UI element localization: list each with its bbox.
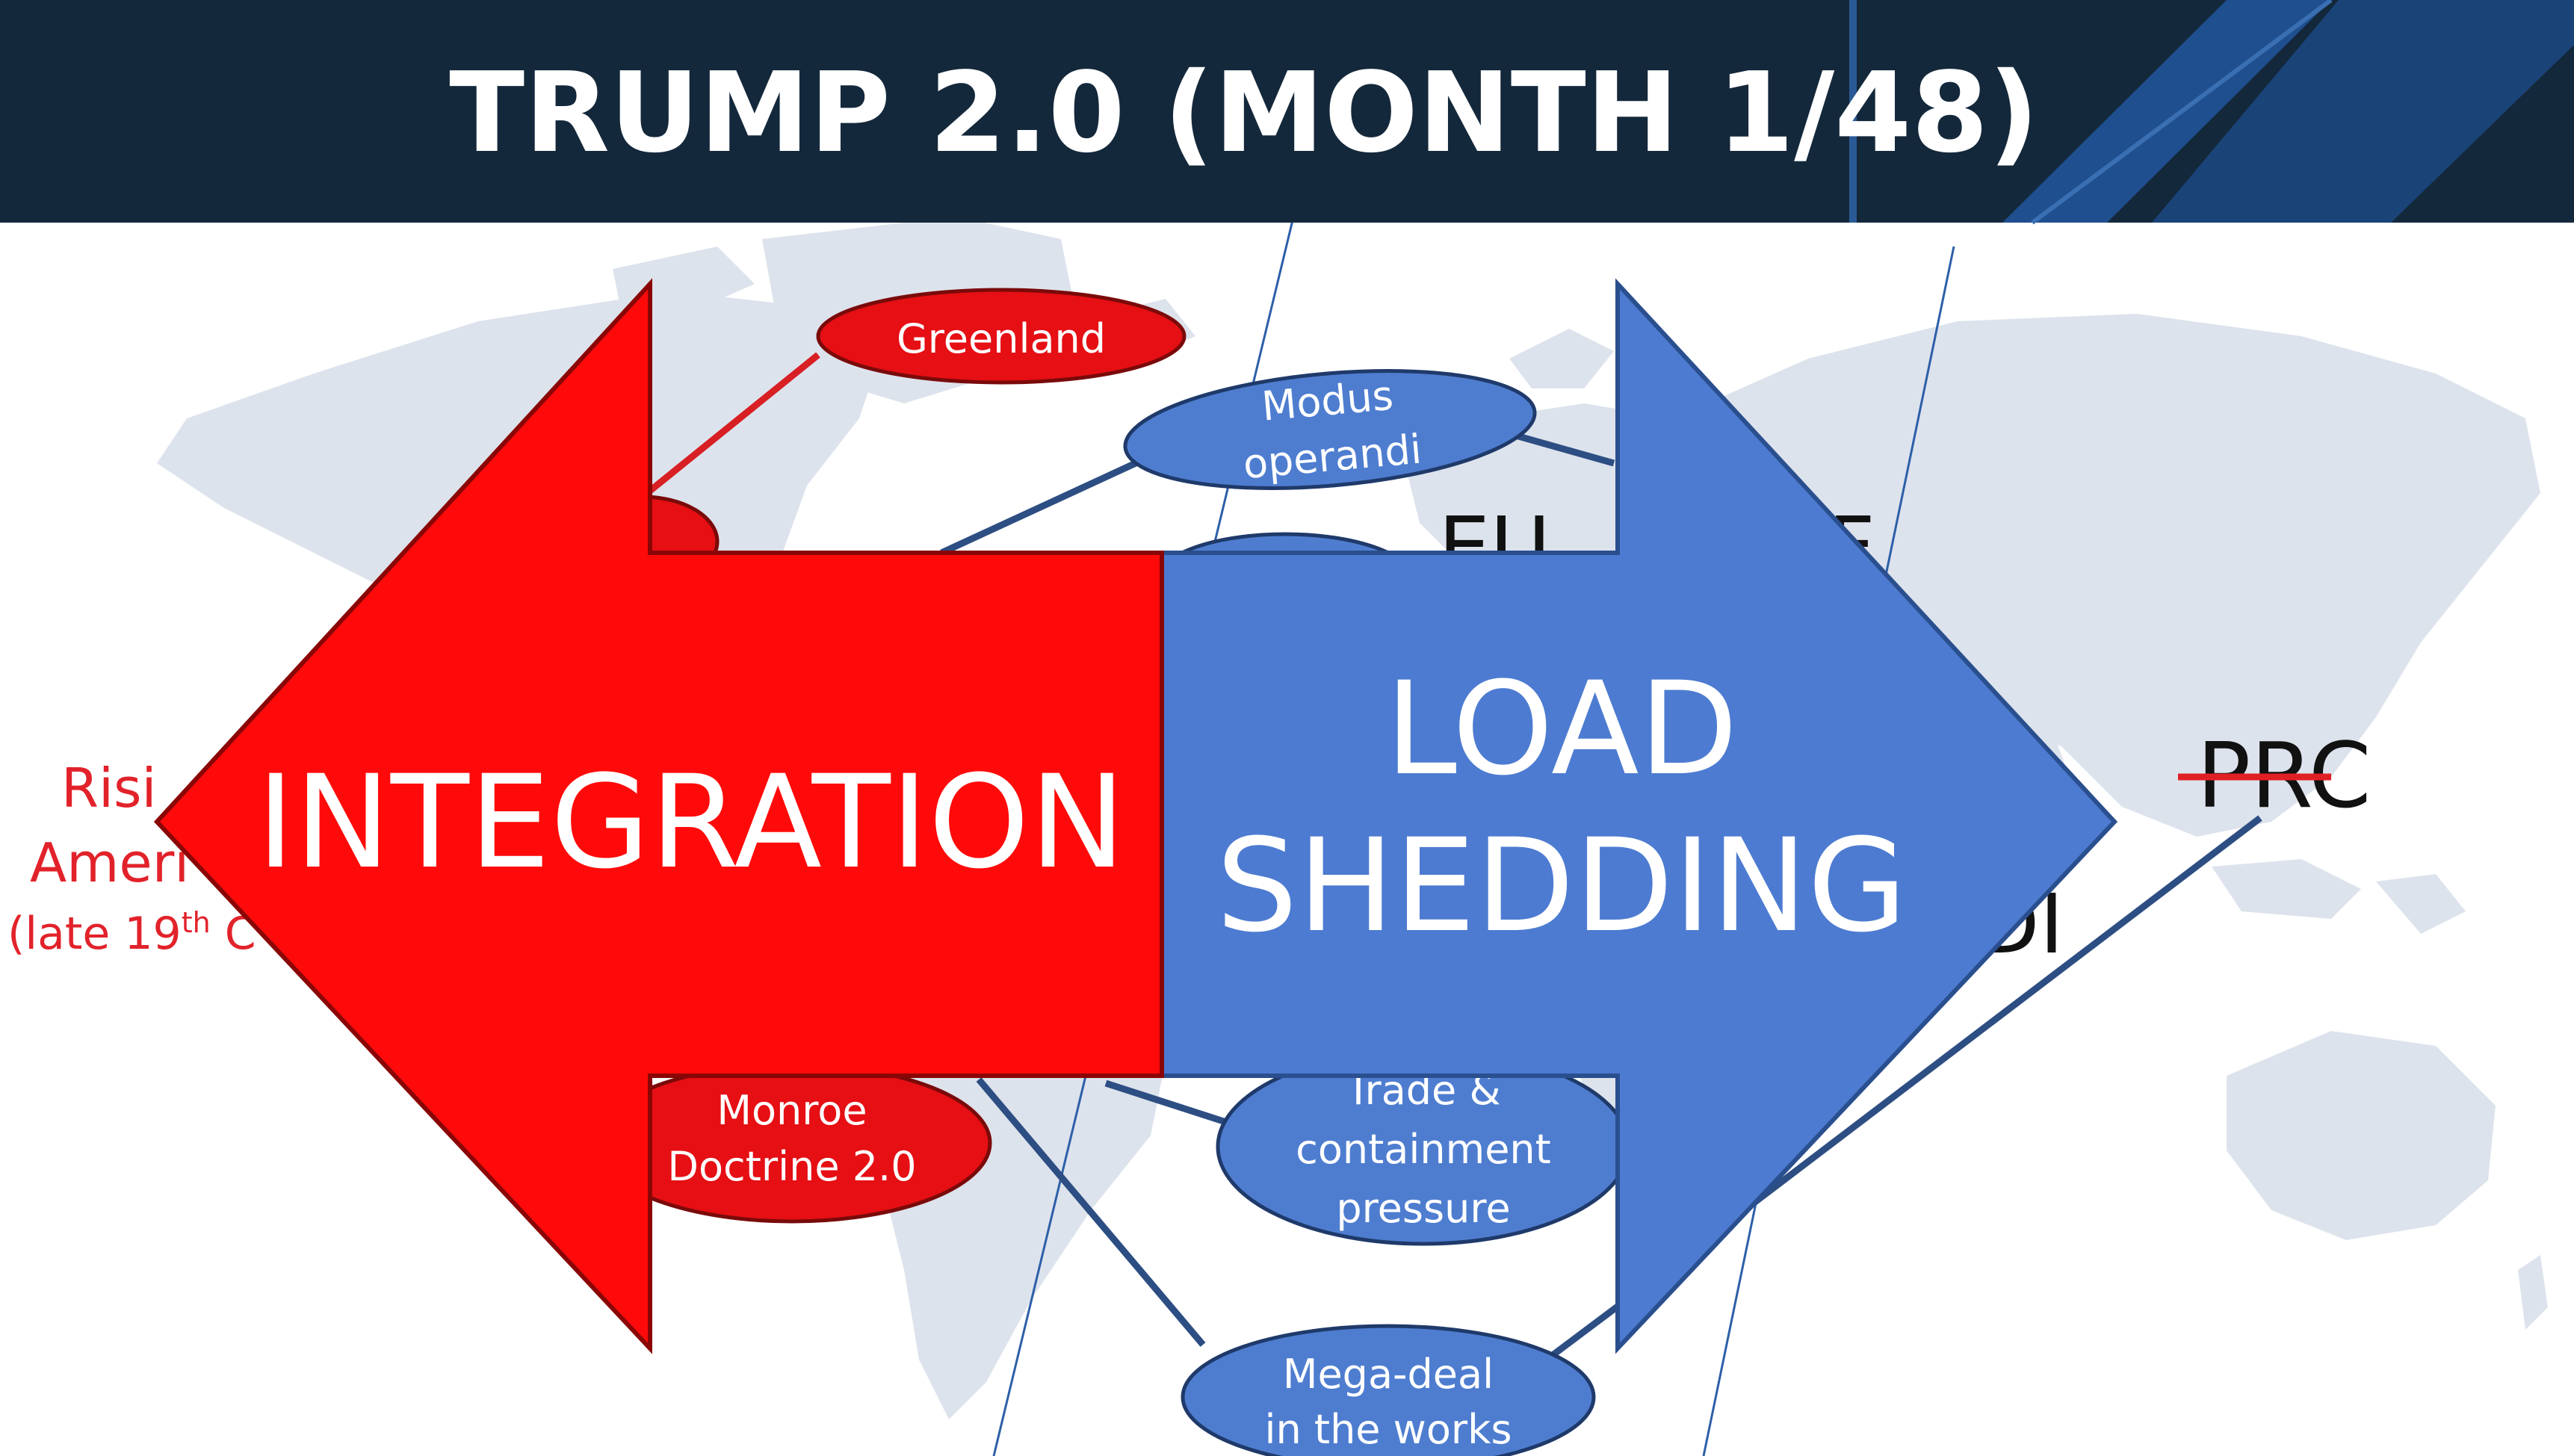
ellipse-megadeal-line1: Mega-deal <box>1283 1351 1494 1398</box>
ellipse-trade-line2: containment <box>1296 1126 1551 1173</box>
connector-megadeal-right <box>1544 1301 1624 1363</box>
connector-greenland <box>640 352 820 500</box>
title-bar: TRUMP 2.0 (MONTH 1/48) <box>0 0 2574 225</box>
ellipse-greenland-label: Greenland <box>897 315 1106 362</box>
ellipse-trade-line3: pressure <box>1336 1185 1510 1232</box>
ellipse-megadeal-shape <box>1181 1324 1596 1456</box>
label-rising: Risi <box>61 757 157 820</box>
arrow-load-shedding-shape <box>1160 278 2118 1354</box>
ellipse-monroe-line2: Doctrine 2.0 <box>667 1143 916 1190</box>
connector-modus-left <box>940 459 1137 557</box>
slide-title: TRUMP 2.0 (MONTH 1/48) <box>449 49 2039 177</box>
title-bar-stripe-2 <box>2152 0 2574 223</box>
arrow-integration: INTEGRATION <box>153 278 1164 1354</box>
arrow-integration-shape <box>153 278 1164 1354</box>
connector-trade-left <box>1104 1079 1234 1128</box>
label-late-century: (late 19th C <box>7 906 256 960</box>
title-bar-stripe-4 <box>2031 0 2333 225</box>
ellipse-modus-shape <box>1123 369 1537 490</box>
arrow-load-shedding: LOAD SHEDDING <box>1160 278 2118 1354</box>
ellipse-greenland-shape <box>816 288 1187 385</box>
ellipse-megadeal: Mega-deal in the works <box>1181 1324 1596 1456</box>
arrow-load-shedding-line1: LOAD <box>1385 654 1738 804</box>
ellipse-greenland: Greenland <box>816 288 1187 385</box>
title-bar-stripe-1 <box>2002 0 2331 223</box>
ellipse-monroe-line1: Monroe <box>717 1087 867 1134</box>
ellipse-modus-line1: Modus <box>1260 372 1395 430</box>
connector-megadeal-left <box>976 1077 1206 1347</box>
arrow-load-shedding-line2: SHEDDING <box>1216 811 1908 961</box>
left-labels: Risi Ameri (late 19th C <box>7 757 256 960</box>
ellipse-trade: Trade & containment pressure <box>1216 1047 1631 1246</box>
arrow-integration-label: INTEGRATION <box>256 747 1125 897</box>
ellipse-monroe: Monroe Doctrine 2.0 <box>592 1062 992 1224</box>
ellipse-megadeal-line2: in the works <box>1265 1406 1512 1453</box>
connector-modus-right <box>1512 431 1615 467</box>
ellipse-modus-operandi: Modus operandi <box>1123 369 1537 490</box>
label-america: Ameri <box>30 831 189 894</box>
